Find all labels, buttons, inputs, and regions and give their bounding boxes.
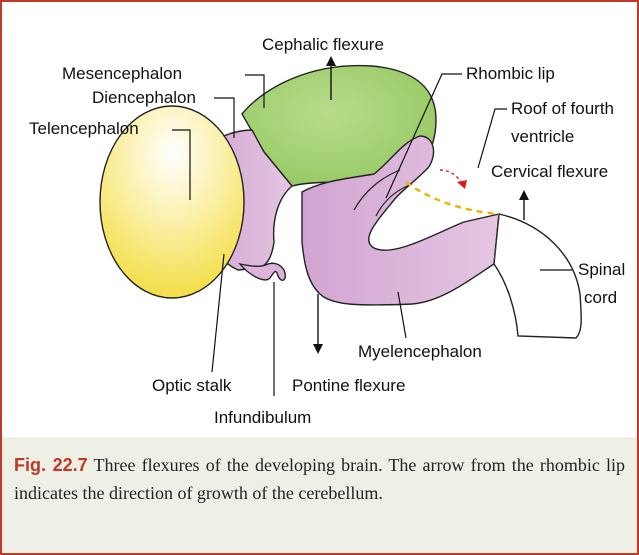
optic-stalk-shape <box>240 263 285 280</box>
label-mesencephalon: Mesencephalon <box>62 65 182 82</box>
caption-text: Three flexures of the developing brain. … <box>14 455 625 503</box>
pontine-arrowhead <box>313 344 323 354</box>
spinal-cord-region <box>494 214 581 338</box>
label-cephalic-flexure: Cephalic flexure <box>262 36 384 53</box>
label-roof-line1: Roof of fourth <box>511 100 614 117</box>
label-spinal: Spinal <box>578 261 625 278</box>
label-infundibulum: Infundibulum <box>214 409 311 426</box>
label-pontine-flexure: Pontine flexure <box>292 377 405 394</box>
cervical-arrowhead <box>519 190 529 200</box>
label-cervical-flexure: Cervical flexure <box>491 163 608 180</box>
cephalic-arrowhead <box>326 56 336 66</box>
growth-arrowhead <box>457 180 467 189</box>
figure-number: Fig. 22.7 <box>14 455 88 475</box>
brain-flexures-diagram: Cephalic flexure Mesencephalon Diencepha… <box>2 2 637 437</box>
roof-fourth-ventricle <box>406 182 499 214</box>
label-roof-line2: ventricle <box>511 128 574 145</box>
label-optic-stalk: Optic stalk <box>152 377 231 394</box>
label-telencephalon: Telencephalon <box>29 120 139 137</box>
label-diencephalon: Diencephalon <box>92 89 196 106</box>
label-rhombic-lip: Rhombic lip <box>466 65 555 82</box>
leader-roof <box>478 109 507 168</box>
label-myelencephalon: Myelencephalon <box>358 343 482 360</box>
label-cord: cord <box>584 289 617 306</box>
figure-caption: Fig. 22.7 Three flexures of the developi… <box>2 437 637 553</box>
